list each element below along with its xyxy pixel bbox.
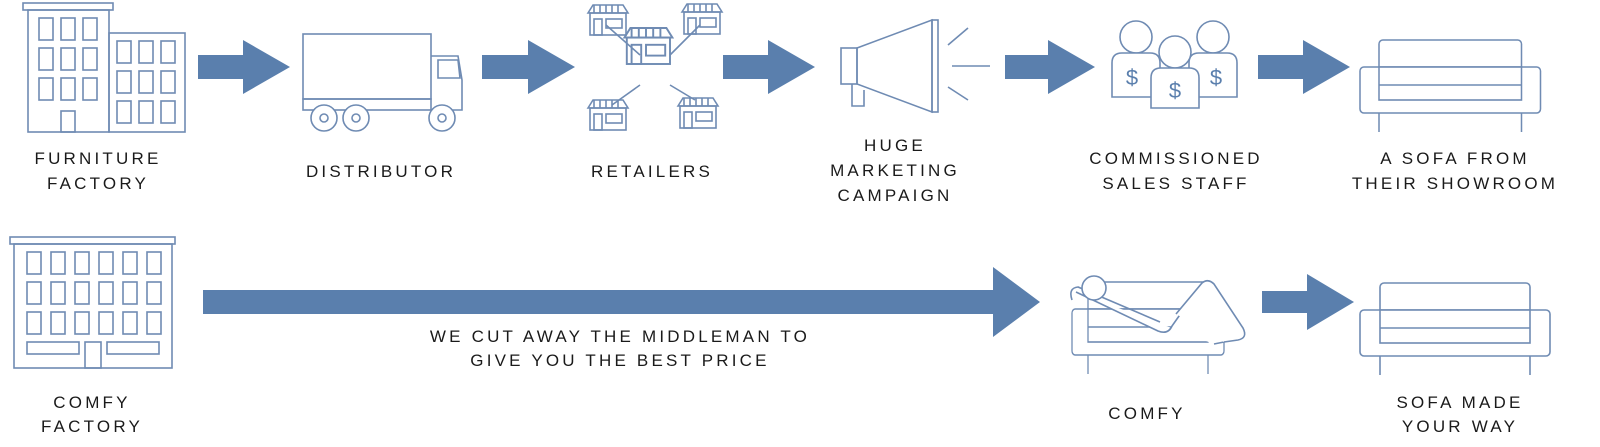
label-retailers: RETAILERS <box>591 162 713 181</box>
megaphone-icon <box>840 18 990 114</box>
arrow-2 <box>482 40 575 94</box>
person-on-sofa-icon <box>1070 275 1246 375</box>
showroom-sofa-icon <box>1359 39 1542 133</box>
arrow-3 <box>723 40 815 94</box>
dollar-sign: $ <box>1210 65 1222 90</box>
custom-sofa-icon <box>1359 282 1551 376</box>
arrow-6 <box>1262 274 1354 330</box>
furniture-factory-icon <box>22 2 186 133</box>
arrow-4 <box>1005 40 1095 94</box>
arrow-5 <box>1258 40 1350 94</box>
label-comfy: COMFY <box>1108 404 1185 423</box>
long-arrow <box>203 267 1040 337</box>
comfy-factory-icon <box>9 236 176 369</box>
retailers-network-icon <box>587 3 723 131</box>
sales-staff-icon: $ $ $ <box>1111 20 1238 109</box>
dollar-sign: $ <box>1169 78 1181 103</box>
truck-icon <box>302 33 463 132</box>
label-distributor: DISTRIBUTOR <box>306 162 456 181</box>
dollar-sign: $ <box>1126 65 1138 90</box>
arrow-1 <box>198 40 290 94</box>
